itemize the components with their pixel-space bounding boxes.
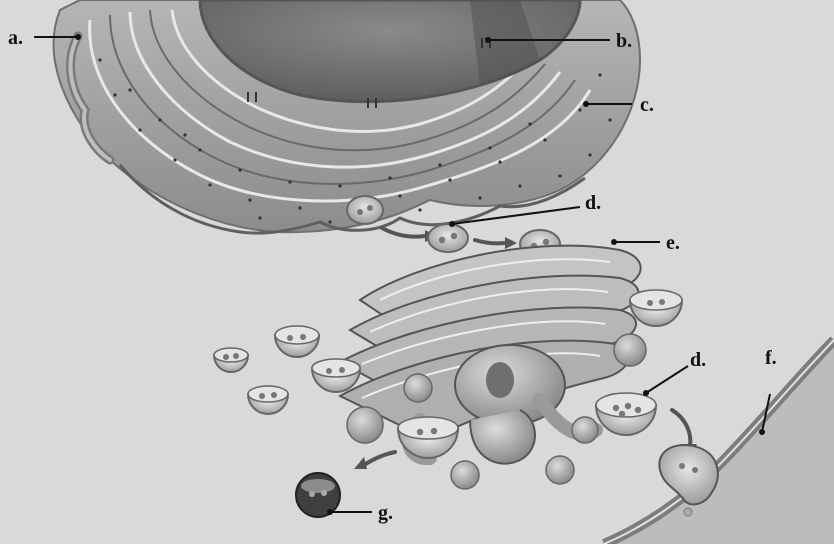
label-d-lower: d. xyxy=(690,350,706,370)
lysosome xyxy=(296,473,340,517)
label-c: c. xyxy=(640,95,654,115)
label-e: e. xyxy=(666,233,680,253)
label-d-upper: d. xyxy=(585,193,601,213)
label-f: f. xyxy=(765,348,777,368)
label-a: a. xyxy=(8,28,23,48)
secretory-vesicle xyxy=(214,348,248,372)
label-g: g. xyxy=(378,503,393,523)
er-budding-vesicle xyxy=(347,196,383,224)
label-b: b. xyxy=(616,31,632,51)
transport-vesicle xyxy=(428,224,468,252)
